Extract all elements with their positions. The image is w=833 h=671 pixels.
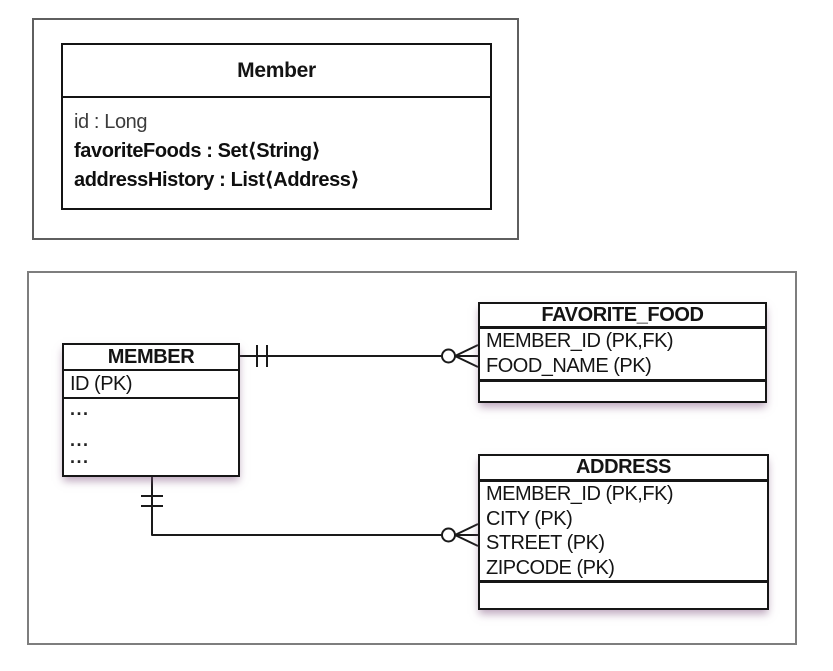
ellipsis-row: ... — [70, 399, 90, 419]
erd-table-member-body: ... ... ... — [64, 399, 238, 466]
erd-column-street: STREET (PK) — [486, 532, 605, 554]
erd-panel: MEMBER ID (PK) ... ... ... FAVORITE_FOOD… — [27, 271, 797, 645]
erd-column-member-id: MEMBER_ID (PK,FK) — [486, 483, 674, 505]
crows-foot-prong — [454, 344, 479, 357]
ellipsis-row: ... — [70, 430, 90, 450]
uml-attribute-id: id : Long — [74, 111, 148, 133]
relationship-line — [151, 477, 442, 536]
erd-table-favorite-food-columns: MEMBER_ID (PK,FK) FOOD_NAME (PK) — [480, 329, 765, 382]
crows-foot-prong — [454, 355, 479, 368]
uml-attribute-favorite-foods: favoriteFoods : Set⟨String⟩ — [74, 140, 321, 162]
erd-table-member: MEMBER ID (PK) ... ... ... — [62, 343, 240, 477]
uml-class-diagram-panel: Member id : Long favoriteFoods : Set⟨Str… — [32, 18, 519, 240]
uml-class-attributes: id : Long favoriteFoods : Set⟨String⟩ ad… — [63, 98, 490, 195]
uml-class-member: Member id : Long favoriteFoods : Set⟨Str… — [61, 43, 492, 210]
cardinality-zero-circle — [441, 527, 456, 543]
ellipsis-row: ... — [70, 447, 90, 467]
erd-column-zipcode: ZIPCODE (PK) — [486, 556, 615, 579]
erd-column-food-name: FOOD_NAME (PK) — [486, 355, 652, 377]
erd-table-member-title: MEMBER — [64, 345, 238, 371]
erd-column-id-pk: ID (PK) — [64, 371, 238, 399]
relationship-lines — [141, 344, 479, 547]
erd-table-favorite-food-title: FAVORITE_FOOD — [480, 304, 765, 329]
erd-table-address-columns: MEMBER_ID (PK,FK) CITY (PK) STREET (PK) … — [480, 482, 767, 583]
relationship-member-address — [141, 477, 479, 547]
cardinality-zero-circle — [441, 348, 456, 364]
uml-class-title: Member — [63, 45, 490, 98]
erd-column-member-id: MEMBER_ID (PK,FK) — [486, 330, 674, 352]
uml-attribute-address-history: addressHistory : List⟨Address⟩ — [74, 169, 360, 191]
erd-column-city: CITY (PK) — [486, 507, 573, 530]
erd-table-address-title: ADDRESS — [480, 456, 767, 482]
relationship-member-favorite-food — [240, 344, 479, 368]
erd-table-address: ADDRESS MEMBER_ID (PK,FK) CITY (PK) STRE… — [478, 454, 769, 610]
crows-foot-prong — [454, 523, 479, 536]
erd-table-favorite-food: FAVORITE_FOOD MEMBER_ID (PK,FK) FOOD_NAM… — [478, 302, 767, 403]
crows-foot-prong — [454, 534, 479, 547]
